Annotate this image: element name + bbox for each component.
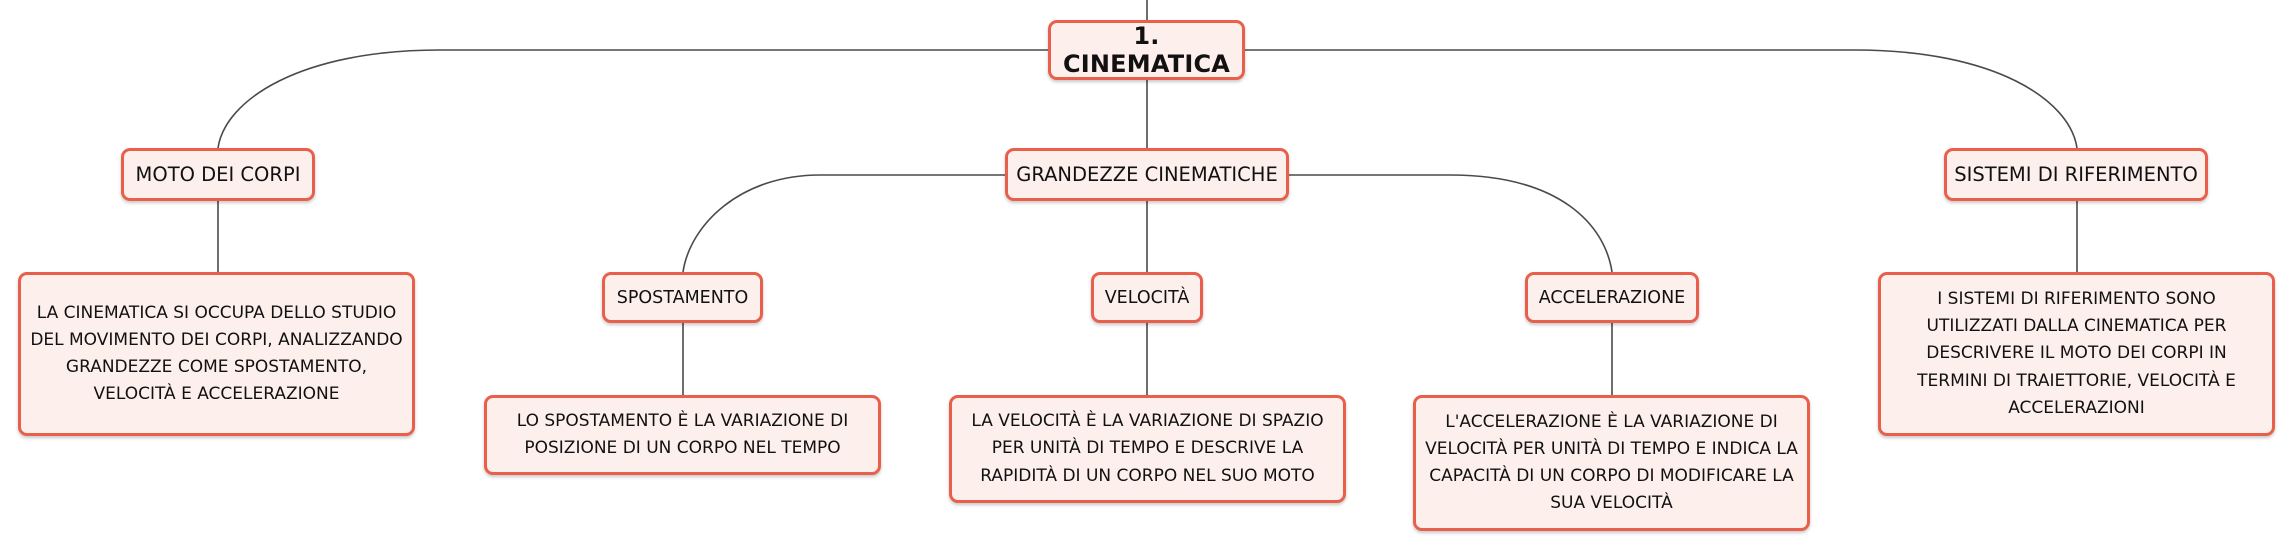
connector-grandezze-accelerazione	[1289, 174, 1613, 273]
node-spostamento-label: SPOSTAMENTO	[616, 287, 749, 308]
node-moto-description-text: LA CINEMATICA SI OCCUPA DELLO STUDIO DEL…	[30, 302, 403, 405]
connector-root-moto	[217, 49, 1048, 149]
connector-grandezze-spostamento	[682, 174, 1005, 273]
node-velocita-description-text: LA VELOCITÀ È LA VARIAZIONE DI SPAZIO PE…	[971, 411, 1324, 486]
node-accelerazione-description[interactable]: L'ACCELERAZIONE È LA VARIAZIONE DI VELOC…	[1413, 395, 1810, 531]
node-accelerazione-label: ACCELERAZIONE	[1538, 287, 1686, 308]
node-velocita-description[interactable]: LA VELOCITÀ È LA VARIAZIONE DI SPAZIO PE…	[949, 395, 1346, 503]
node-accelerazione-description-text: L'ACCELERAZIONE È LA VARIAZIONE DI VELOC…	[1425, 411, 1798, 514]
node-grandezze-cinematiche-label: GRANDEZZE CINEMATICHE	[1016, 163, 1278, 186]
node-spostamento-description-text: LO SPOSTAMENTO È LA VARIAZIONE DI POSIZI…	[516, 410, 849, 458]
node-moto-description[interactable]: LA CINEMATICA SI OCCUPA DELLO STUDIO DEL…	[18, 272, 415, 436]
root-node-cinematica[interactable]: 1. CINEMATICA	[1048, 20, 1245, 80]
node-sistemi-di-riferimento[interactable]: SISTEMI DI RIFERIMENTO	[1944, 148, 2208, 201]
node-moto-dei-corpi-label: MOTO DEI CORPI	[135, 163, 301, 186]
node-sistemi-di-riferimento-label: SISTEMI DI RIFERIMENTO	[1954, 163, 2198, 186]
node-grandezze-cinematiche[interactable]: GRANDEZZE CINEMATICHE	[1005, 148, 1289, 201]
root-node-label: 1. CINEMATICA	[1062, 22, 1231, 78]
node-velocita[interactable]: VELOCITÀ	[1091, 272, 1203, 323]
node-sistemi-description[interactable]: I SISTEMI DI RIFERIMENTO SONO UTILIZZATI…	[1878, 272, 2275, 436]
node-spostamento-description[interactable]: LO SPOSTAMENTO È LA VARIAZIONE DI POSIZI…	[484, 395, 881, 475]
node-spostamento[interactable]: SPOSTAMENTO	[602, 272, 763, 323]
node-accelerazione[interactable]: ACCELERAZIONE	[1525, 272, 1699, 323]
node-moto-dei-corpi[interactable]: MOTO DEI CORPI	[121, 148, 315, 201]
connector-root-sistemi	[1245, 49, 2078, 149]
node-sistemi-description-text: I SISTEMI DI RIFERIMENTO SONO UTILIZZATI…	[1917, 289, 2236, 418]
node-velocita-label: VELOCITÀ	[1104, 287, 1190, 308]
